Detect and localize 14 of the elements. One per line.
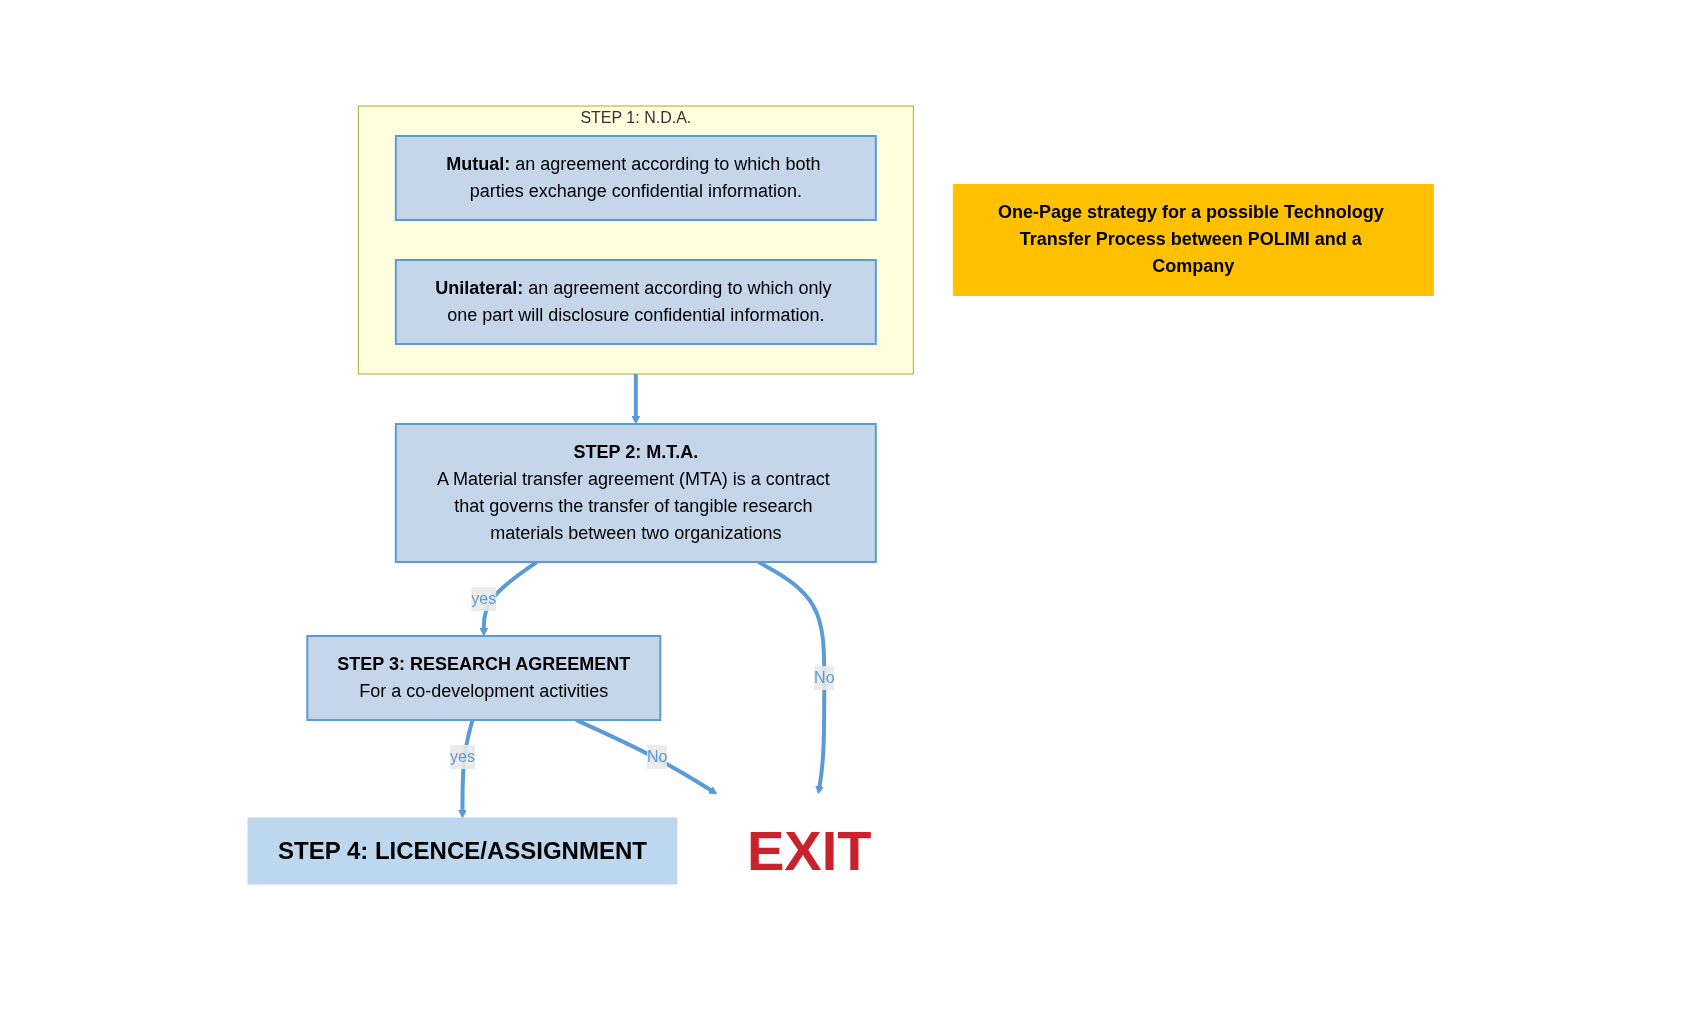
node-box: STEP 3: RESEARCH AGREEMENT For a co-development activities xyxy=(306,635,662,721)
edge-label: No xyxy=(813,668,835,686)
node-box: One-Page strategy for a possible Technology Transfer Process between POLIMI and a Company xyxy=(952,184,1434,296)
node-box: STEP 4: LICENCE/ASSIGNMENT xyxy=(247,817,678,885)
node-text: EXIT xyxy=(746,818,872,882)
node-box: Mutual: an agreement according to which both parties exchange confidential information. xyxy=(394,135,877,221)
edge-label: yes xyxy=(449,747,475,765)
arrow xyxy=(575,718,718,795)
arrow xyxy=(631,374,641,425)
node-box: STEP 2: M.T.A. A Material transfer agreement (MTA) is a contract that governs the transfer of tangible research materials between two organizations xyxy=(394,423,877,563)
arrow xyxy=(757,560,827,795)
edge-label: No xyxy=(646,747,668,765)
node-box: Unilateral: an agreement according to which only one part will disclosure confidential information. xyxy=(394,259,877,345)
edge-label: yes xyxy=(471,589,497,607)
